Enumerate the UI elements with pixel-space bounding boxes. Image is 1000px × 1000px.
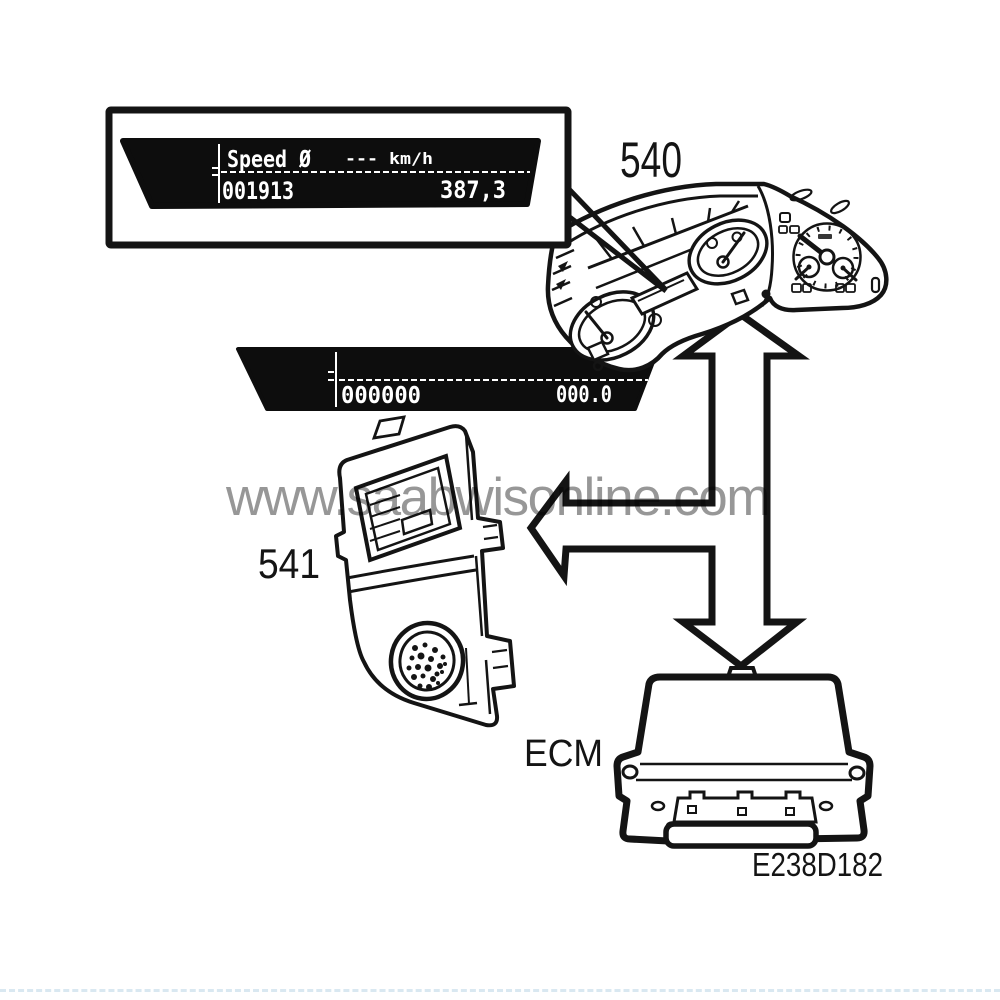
bidirectional-arrow-icon [526,309,810,671]
watermark: www.saabwisonline.com [226,468,770,527]
ecm-label: ECM [524,733,603,775]
figure-code-label: E238D182 [752,846,883,883]
module-id-label: 541 [258,540,320,587]
callout-pointer [565,185,668,293]
callout-display-reading: --- km/h [345,149,433,168]
strip-odometer-value: 000000 [341,383,421,409]
scan-artifact-line [0,989,1000,992]
instrument-cluster-illustration [545,181,889,373]
ecm-illustration [613,666,874,849]
cluster-lcd-window [629,271,700,316]
strip-trip-value: 000.0 [556,383,612,408]
round-connector-icon [388,620,466,702]
callout-display-box: Speed Ø --- km/h 001913 387,3 [105,106,572,249]
callout-trip-value: 387,3 [440,176,506,204]
cluster-id-label: 540 [620,132,682,188]
data-flow-arrows [526,309,810,671]
callout-odometer-value: 001913 [222,177,294,205]
display-module-illustration [334,415,516,728]
cluster-display-strip: 000000 000.0 [236,347,660,411]
callout-display-title: Speed Ø [227,147,311,173]
